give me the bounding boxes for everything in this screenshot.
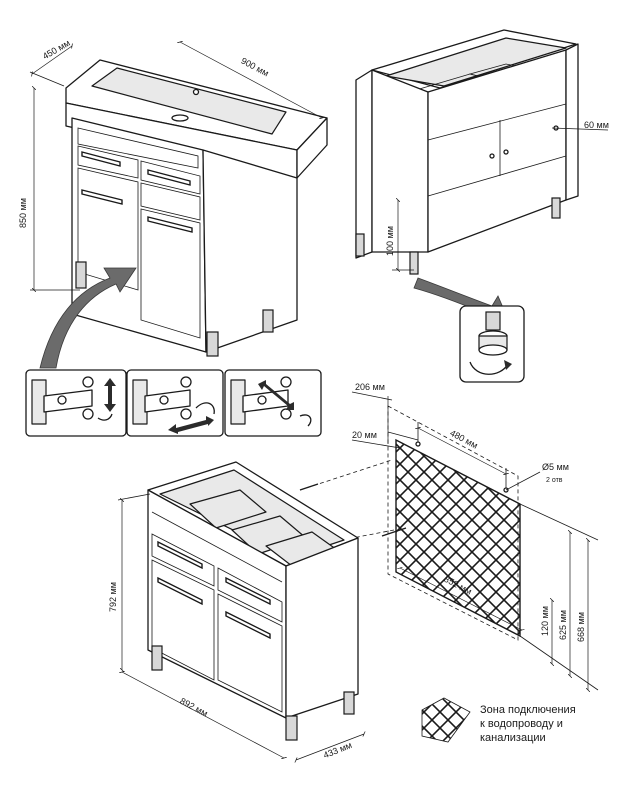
zoom-arrow-icon — [39, 267, 137, 369]
legend-line-1: Зона подключения — [480, 704, 576, 716]
mount-hole — [415, 441, 421, 447]
arrow-updown-icon — [104, 378, 116, 412]
frame-view: 60 мм 100 мм — [355, 29, 609, 275]
handle-icon — [147, 216, 193, 233]
door-left — [77, 167, 139, 291]
handle-icon — [225, 576, 271, 606]
open-cabinet-side — [285, 537, 359, 719]
dim-cabinet-height: 792 мм — [108, 582, 118, 612]
dim-cabinet-depth: 433 мм — [322, 740, 353, 760]
legend: Зона подключения к водопроводу и канализ… — [421, 697, 576, 744]
frame-leg — [551, 197, 561, 219]
top-drawer-right — [140, 160, 201, 195]
dim-height-total: 850 мм — [18, 198, 28, 228]
cabinet-leg — [75, 261, 87, 289]
dim-zone-top: 625 мм — [558, 610, 568, 640]
screw-icon — [381, 527, 407, 537]
frame-leg — [409, 251, 419, 275]
legend-line-3: канализации — [480, 732, 546, 744]
screw-icon — [299, 483, 319, 491]
dim-hole-count: 2 отв — [546, 477, 563, 484]
handle-icon — [81, 189, 123, 205]
dim-side-offset: 60 мм — [584, 120, 609, 130]
hinge-adjust-panels — [25, 369, 322, 437]
door-right — [140, 208, 201, 339]
sink-drain-icon — [171, 114, 189, 122]
frame-left-side — [355, 69, 373, 259]
handle-icon — [157, 576, 203, 606]
open-cabinet-leg — [285, 715, 298, 741]
handle-icon — [147, 169, 191, 186]
faucet-hole-icon — [192, 88, 200, 96]
sink-cabinet-view: 450 мм 900 мм 850 мм — [18, 38, 328, 357]
dim-cabinet-width: 892 мм — [178, 696, 209, 719]
dim-zone-height: 668 мм — [576, 612, 586, 642]
legend-swatch — [421, 697, 471, 743]
frame-front-left — [371, 69, 429, 253]
frame-leg — [355, 233, 365, 257]
dim-sink-width: 900 мм — [239, 56, 270, 79]
cabinet-leg — [262, 309, 274, 333]
hinge-panel-depth — [224, 369, 322, 437]
handle-icon — [225, 610, 271, 640]
hinge-panel-horizontal — [126, 369, 224, 437]
hinge-panel-vertical — [25, 369, 127, 437]
open-drawer-right — [217, 567, 283, 623]
handle-icon — [157, 540, 203, 570]
arrow-leftright-icon — [168, 416, 214, 434]
dim-hole-top: 206 мм — [355, 382, 385, 392]
wall-connection-view: 206 мм 20 мм 480 мм Ø5 мм 2 отв 852 мм 1… — [299, 382, 599, 690]
legend-line-2: к водопроводу и — [480, 718, 563, 730]
sink-side-edge — [296, 117, 328, 179]
open-drawer-left — [151, 533, 215, 587]
dim-hole-side: 20 мм — [352, 430, 377, 440]
cabinet-leg — [206, 331, 219, 357]
dim-leg-height: 100 мм — [385, 226, 395, 256]
dim-zone-bottom: 120 мм — [540, 606, 550, 636]
open-cabinet-leg — [343, 691, 355, 715]
handle-icon — [81, 151, 121, 167]
dim-hole-diameter: Ø5 мм — [542, 462, 569, 472]
open-cabinet-view: 792 мм 892 мм 433 мм — [108, 461, 364, 760]
cabinet-side — [202, 149, 298, 353]
connection-zone — [395, 438, 521, 638]
open-cabinet-leg — [151, 645, 163, 671]
leg-adjust-detail — [459, 305, 525, 383]
arrow-diagonal-icon — [258, 380, 294, 410]
top-drawer-left — [77, 145, 139, 179]
drawer-right — [140, 182, 201, 221]
